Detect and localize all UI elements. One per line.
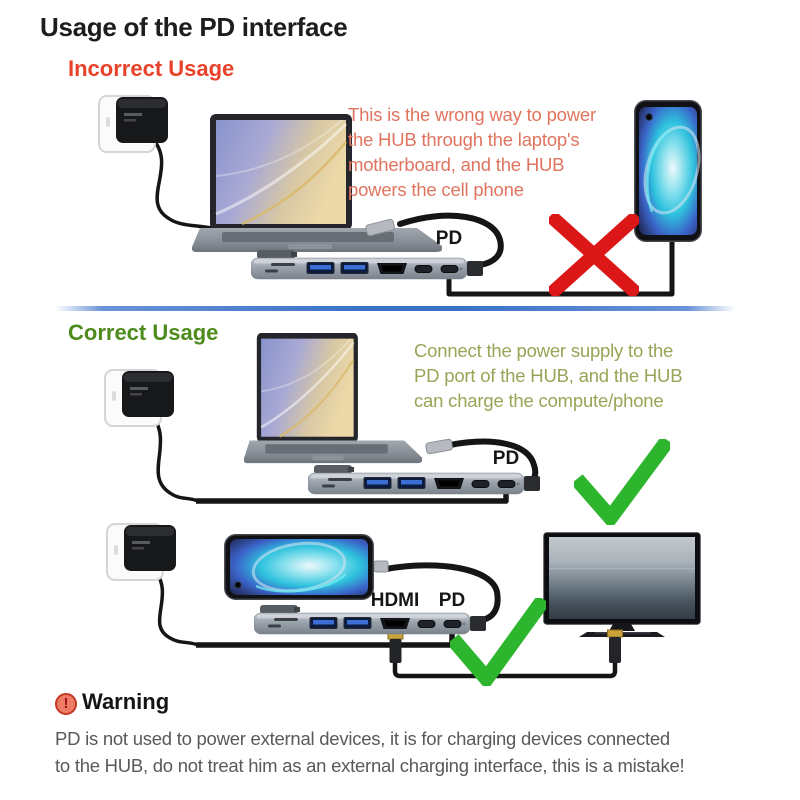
section-divider — [55, 306, 735, 311]
incorrect-usage-note: This is the wrong way to power the HUB t… — [348, 104, 596, 200]
wall-charger-icon — [106, 523, 177, 581]
usb-c-connector-icon — [425, 438, 453, 455]
correct-usage-heading: Correct Usage — [68, 320, 219, 345]
correct-hdmi-diagram — [106, 523, 701, 702]
red-cross-icon — [556, 220, 633, 289]
power-to-pd-cable — [196, 633, 455, 648]
tv-icon — [543, 532, 701, 638]
wall-charger-icon — [104, 369, 175, 427]
correct-power-diagram — [104, 333, 800, 525]
phone-to-hub-cable — [383, 562, 501, 623]
page-title: Usage of the PD interface — [40, 12, 348, 42]
green-check-icon — [582, 446, 664, 517]
charger-cable — [150, 565, 200, 647]
hub-host-cable — [397, 212, 504, 268]
pd-port-label: PD — [492, 448, 520, 469]
correct-usage-note: Connect the power supply to the PD port … — [414, 340, 683, 411]
green-check-icon — [458, 605, 540, 678]
incorrect-usage-heading: Incorrect Usage — [68, 56, 235, 81]
charger-cable — [148, 411, 200, 503]
usb-c-connector-icon — [365, 218, 395, 237]
hdmi-plug-tip-icon — [607, 629, 623, 638]
pd-port-label: PD — [438, 590, 466, 611]
warning-body-text: PD is not used to power external devices… — [55, 728, 685, 776]
hdmi-cable — [392, 640, 618, 679]
warning-icon: ! — [55, 693, 77, 715]
incorrect-usage-diagram — [98, 95, 702, 297]
usb-c-hub-icon — [251, 249, 483, 280]
pd-port-label: PD — [435, 228, 463, 249]
smartphone-icon — [634, 100, 702, 242]
smartphone-icon — [224, 534, 390, 600]
hdmi-port-label: HDMI — [370, 590, 420, 611]
warning-title: Warning — [82, 689, 170, 714]
hdmi-plug-icon — [609, 637, 621, 663]
laptop-icon — [244, 333, 422, 465]
hdmi-plug-icon — [389, 639, 402, 663]
charger-to-laptop-cable — [150, 136, 222, 232]
